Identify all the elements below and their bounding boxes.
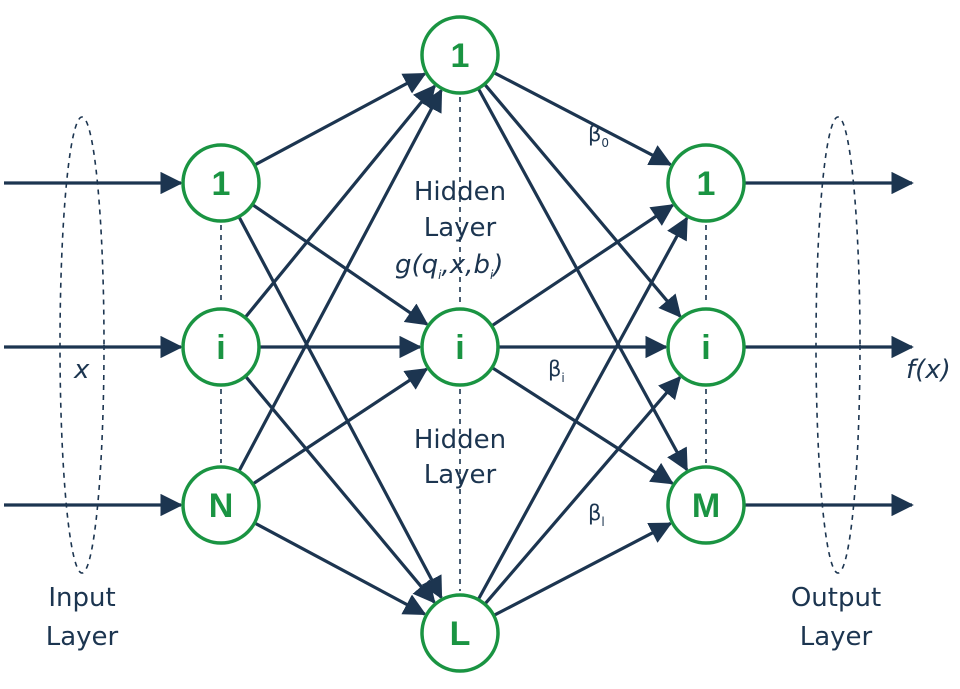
hidden-node-0: 1 (420, 15, 500, 95)
input-node-circle (181, 143, 261, 223)
edge-input2-hidden0 (237, 88, 443, 473)
edge-hidden1-output0 (490, 203, 675, 328)
connection-arrows (4, 71, 914, 617)
nodes-group: 1 iN 1 iL 1 iM (181, 15, 746, 673)
edge-input1-hidden2 (244, 375, 436, 604)
output-layer-label-line2: Layer (800, 622, 873, 652)
edge-hidden2-output1 (483, 375, 682, 606)
input-node-2: N (181, 465, 261, 545)
output-layer-label-line1: Output (791, 583, 881, 613)
beta-0-label: β0 (588, 122, 609, 150)
hidden-layer-top-line2: Layer (424, 213, 497, 243)
edge-input0-hidden1 (251, 203, 429, 326)
input-node-circle (181, 307, 261, 387)
input-layer-ellipse (59, 116, 105, 574)
hidden-node-circle (420, 593, 500, 673)
input-node-1: i (181, 307, 261, 387)
g-function-label: g(qi,x,bi) (395, 250, 503, 282)
hidden-node-1: i (420, 307, 500, 387)
edge-hidden2-output0 (476, 216, 689, 601)
output-node-label: 1 (697, 165, 716, 203)
input-layer-label-line1: Input (48, 583, 115, 613)
output-function-fx: f(x) (906, 355, 951, 385)
output-node-label: i (701, 329, 710, 367)
edge-hidden0-output1 (483, 83, 682, 318)
edge-input2-hidden2 (253, 521, 427, 616)
output-node-label: M (692, 487, 720, 525)
hidden-node-label: 1 (451, 37, 470, 75)
layer-dash-lines (220, 97, 707, 591)
edge-input0-hidden2 (237, 215, 443, 600)
hidden-layer-top-line1: Hidden (414, 177, 506, 207)
output-node-circle (666, 465, 746, 545)
output-node-0: 1 (666, 143, 746, 223)
output-layer-ellipse (815, 116, 861, 574)
output-node-circle (666, 307, 746, 387)
input-node-label: N (209, 487, 234, 525)
hidden-node-circle (420, 307, 500, 387)
edge-hidden0-output2 (476, 87, 689, 472)
edge-input0-hidden0 (253, 72, 427, 167)
output-node-2: M (666, 465, 746, 545)
beta-l-label: βl (588, 501, 605, 529)
input-node-label: i (216, 329, 225, 367)
edge-hidden2-output2 (492, 522, 673, 617)
hidden-node-label: L (450, 615, 471, 653)
edge-input1-hidden0 (243, 84, 436, 319)
input-layer-label-line2: Layer (46, 622, 119, 652)
hidden-layer-bottom-line2: Layer (424, 460, 497, 490)
input-variable-x: x (73, 355, 90, 385)
edge-hidden1-output2 (491, 366, 674, 485)
output-node-1: i (666, 307, 746, 387)
hidden-node-2: L (420, 593, 500, 673)
hidden-node-label: i (455, 329, 464, 367)
output-node-circle (666, 143, 746, 223)
input-node-circle (181, 465, 261, 545)
input-node-label: 1 (212, 165, 231, 203)
input-node-0: 1 (181, 143, 261, 223)
hidden-node-circle (420, 15, 500, 95)
hidden-layer-bottom-line1: Hidden (414, 425, 506, 455)
edge-hidden0-output0 (492, 71, 673, 166)
edge-input2-hidden1 (251, 367, 429, 486)
beta-i-label: βi (548, 357, 565, 385)
